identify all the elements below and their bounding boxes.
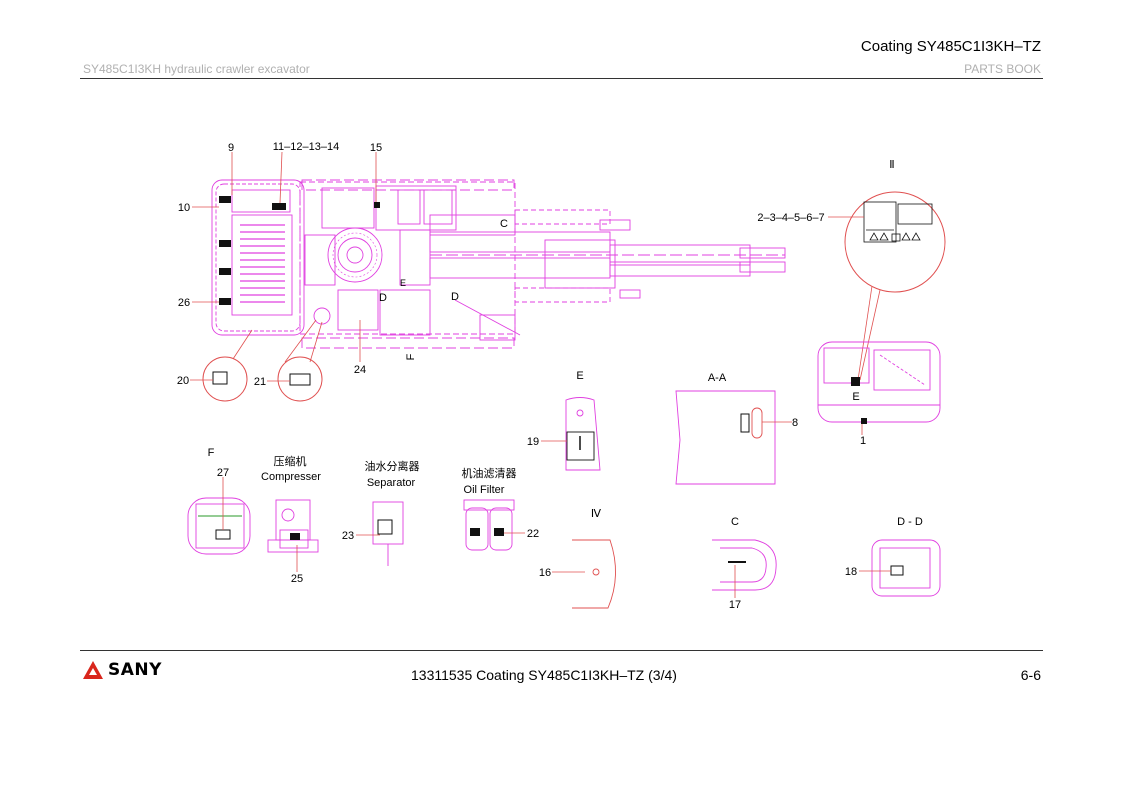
compressor-drawing: [267, 499, 319, 553]
view-label-iv: Ⅳ: [591, 508, 602, 520]
callout-26: 26: [178, 297, 190, 309]
footer-rule: [80, 650, 1043, 651]
view-label-e-top: E: [400, 278, 406, 288]
view-label-e-cab: E: [852, 391, 859, 403]
decal-sheet: [863, 201, 933, 243]
callout-11-14: 11–12–13–14: [273, 141, 339, 153]
oil-filter-en-label: Oil Filter: [464, 484, 505, 496]
callout-2-7: 2–3–4–5–6–7: [757, 212, 824, 224]
view-f-detail: [187, 497, 251, 555]
callout-10: 10: [178, 202, 190, 214]
callout-9: 9: [228, 142, 234, 154]
view-dd-detail: [871, 539, 941, 597]
page-number: 6-6: [1020, 667, 1041, 683]
view-c-detail: [712, 539, 777, 591]
view-label-c-top: C: [500, 218, 508, 230]
sany-logo: SANY: [82, 660, 162, 680]
view-label-dd: D - D: [897, 516, 923, 528]
view-label-ii: Ⅱ: [889, 159, 894, 171]
detail-leaders: [232, 285, 881, 381]
detail-circles: [202, 191, 946, 402]
oil-filter-cn-label: 机油滤清器: [462, 466, 517, 480]
view-label-f-top: F: [405, 353, 417, 360]
excavator-top-view: [211, 179, 786, 349]
separator-cn-label: 油水分离器: [365, 459, 420, 473]
callout-20: 20: [177, 375, 189, 387]
compressor-en-label: Compresser: [261, 471, 321, 483]
callout-23: 23: [342, 530, 354, 542]
excavator-black-marks: [219, 196, 380, 305]
callout-25: 25: [291, 573, 303, 585]
view-label-f: F: [208, 447, 215, 459]
view-iv-detail: [572, 539, 616, 609]
separator-en-label: Separator: [367, 477, 416, 489]
callout-19: 19: [527, 436, 539, 448]
view-label-c: C: [731, 516, 739, 528]
view-label-d1: D: [379, 292, 387, 304]
component-captions: 压缩机 Compresser 油水分离器 Separator 机油滤清器 Oil…: [261, 454, 516, 496]
cab-side-view: [817, 341, 941, 423]
separator-drawing: [372, 501, 404, 566]
view-labels: Ⅱ C D D F E E A-A E F Ⅳ C D - D: [208, 159, 923, 528]
callout-21: 21: [254, 376, 266, 388]
model-subtitle: SY485C1I3KH hydraulic crawler excavator: [83, 62, 310, 76]
callout-18: 18: [845, 566, 857, 578]
callout-17: 17: [729, 599, 741, 611]
view-label-e: E: [576, 370, 583, 382]
sany-triangle-icon: [83, 661, 103, 679]
callout-16: 16: [539, 567, 551, 579]
callout-22: 22: [527, 528, 539, 540]
callout-labels: 9 11–12–13–14 15 10 26 20 21 24 2–3–4–5–…: [177, 141, 866, 611]
callout-15: 15: [370, 142, 382, 154]
callout-27: 27: [217, 467, 229, 479]
footer-doc-title: 13311535 Coating SY485C1I3KH–TZ (3/4): [411, 667, 677, 683]
view-e-detail: [565, 397, 601, 471]
brand-name: SANY: [108, 660, 162, 680]
view-aa-detail: [675, 390, 776, 485]
oil-filter-drawing: [463, 499, 515, 551]
book-label: PARTS BOOK: [964, 62, 1041, 76]
view-label-d2: D: [451, 291, 459, 303]
compressor-cn-label: 压缩机: [274, 454, 307, 468]
view-label-aa: A-A: [708, 372, 727, 384]
callout-8: 8: [792, 417, 798, 429]
callout-1: 1: [860, 435, 866, 447]
document-title: Coating SY485C1I3KH–TZ: [860, 38, 1041, 55]
callout-24: 24: [354, 364, 366, 376]
callout-leaders: [190, 151, 891, 598]
header-rule: [80, 78, 1043, 79]
